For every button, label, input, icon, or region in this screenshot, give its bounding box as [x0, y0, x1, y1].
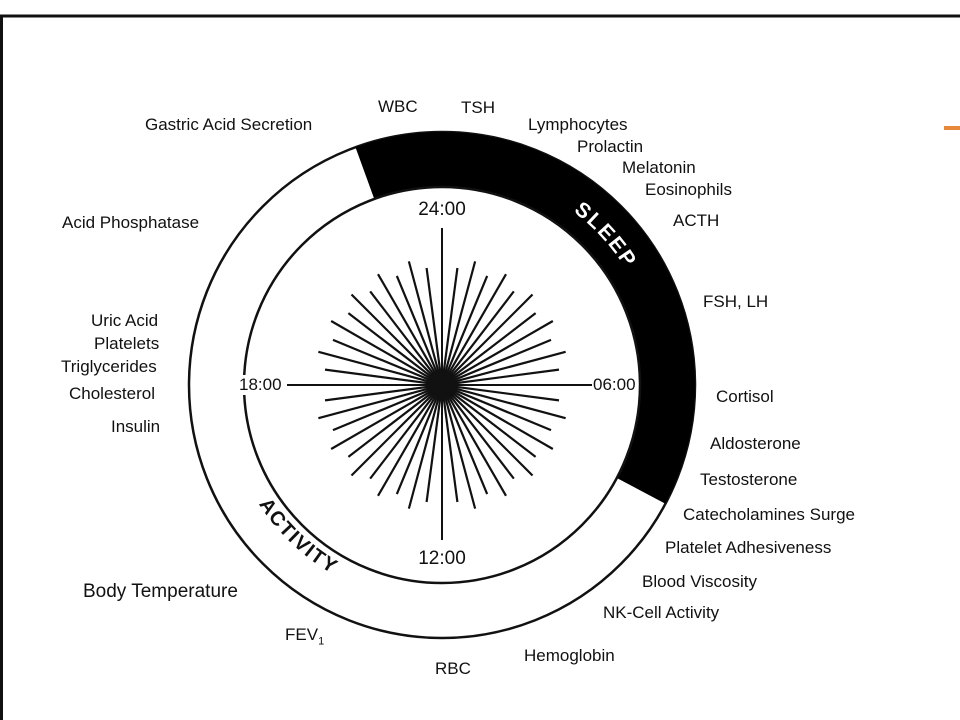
label-body-temperature: Body Temperature	[83, 581, 238, 602]
label-gastric-acid: Gastric Acid Secretion	[145, 115, 313, 134]
hour-label-bottom: 12:00	[417, 548, 467, 569]
label-aldosterone: Aldosterone	[710, 434, 801, 453]
label-tsh: TSH	[461, 98, 495, 117]
label-melatonin: Melatonin	[622, 158, 696, 177]
label-platelets: Platelets	[94, 334, 160, 353]
hour-label-left: 18:00	[238, 375, 283, 395]
hour-label-right: 06:00	[592, 375, 637, 395]
label-wbc: WBC	[378, 97, 418, 116]
label-fev1: FEV1	[285, 625, 324, 651]
clock-axes	[287, 228, 597, 540]
label-eosinophils: Eosinophils	[645, 180, 732, 199]
label-platelet-adhesiveness: Platelet Adhesiveness	[665, 538, 832, 557]
label-acth: ACTH	[673, 211, 720, 230]
label-hemoglobin: Hemoglobin	[524, 646, 615, 665]
label-prolactin: Prolactin	[577, 137, 644, 156]
label-catecholamines: Catecholamines Surge	[683, 505, 855, 524]
label-fev1-text: FEV	[285, 625, 319, 644]
hour-label-top: 24:00	[417, 199, 467, 220]
label-acid-phosphatase: Acid Phosphatase	[62, 213, 200, 232]
label-cholesterol: Cholesterol	[69, 384, 155, 403]
label-blood-viscosity: Blood Viscosity	[642, 572, 757, 591]
label-fsh-lh: FSH, LH	[703, 292, 769, 311]
label-rbc: RBC	[435, 659, 471, 678]
label-cortisol: Cortisol	[716, 387, 774, 406]
label-testosterone: Testosterone	[700, 470, 798, 489]
label-insulin: Insulin	[111, 417, 161, 436]
sleep-band	[355, 132, 696, 504]
label-triglycerides: Triglycerides	[61, 357, 157, 376]
label-uric-acid: Uric Acid	[91, 311, 159, 330]
label-nk-cell: NK-Cell Activity	[603, 603, 720, 622]
label-lymphocytes: Lymphocytes	[528, 115, 628, 134]
label-fev1-subscript: 1	[318, 635, 325, 648]
